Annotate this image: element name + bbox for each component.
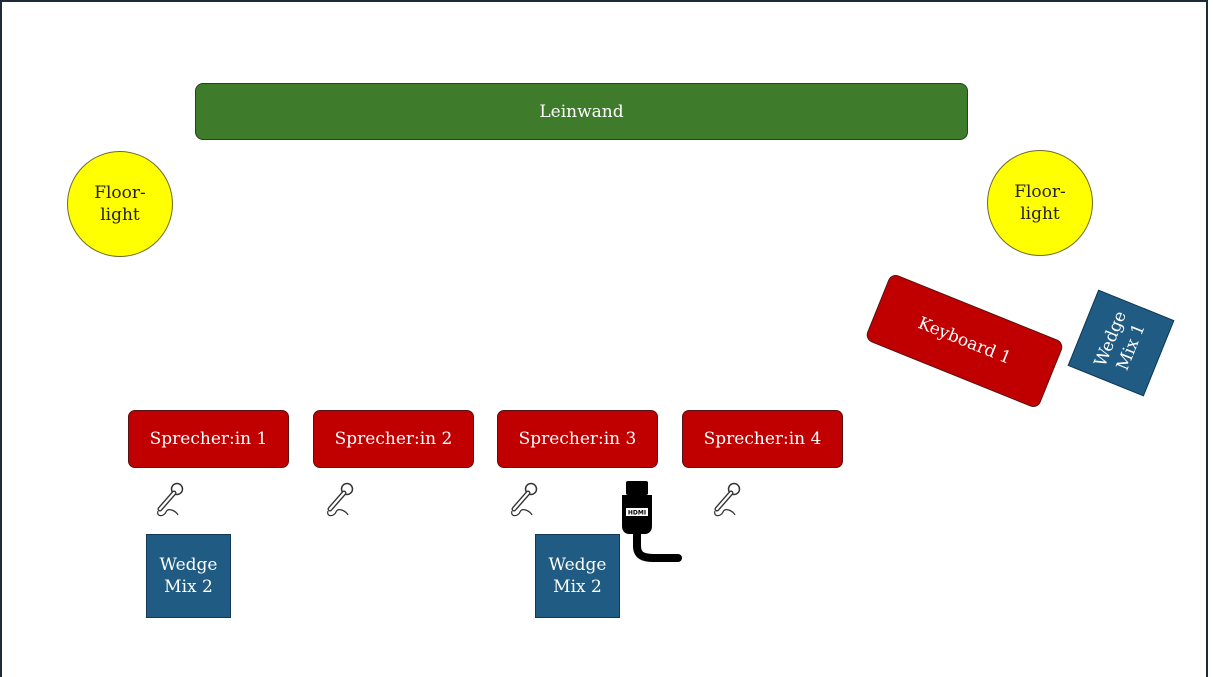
microphone-icon	[511, 482, 538, 517]
wedge-mix-2-center: Wedge Mix 2	[535, 534, 620, 618]
microphone-icon	[714, 482, 741, 517]
wedge-mix-2-left: Wedge Mix 2	[146, 534, 231, 618]
floorlight-right: Floor- light	[987, 150, 1093, 256]
microphone-icon	[157, 482, 184, 517]
speaker-3: Sprecher:in 3	[497, 410, 658, 468]
hdmi-label: HDMI	[628, 510, 646, 517]
speaker-4: Sprecher:in 4	[682, 410, 843, 468]
hdmi-cable-icon: HDMI	[622, 481, 682, 562]
screen-label: Leinwand	[539, 101, 624, 122]
microphone-icon	[327, 482, 354, 517]
floorlight-left: Floor- light	[67, 151, 173, 257]
keyboard-label: Keyboard 1	[915, 313, 1014, 369]
speaker-2: Sprecher:in 2	[313, 410, 474, 468]
speaker-1: Sprecher:in 1	[128, 410, 289, 468]
wedge-mix-1-label: Wedge Mix 1	[1090, 308, 1150, 374]
screen-leinwand: Leinwand	[195, 83, 968, 140]
